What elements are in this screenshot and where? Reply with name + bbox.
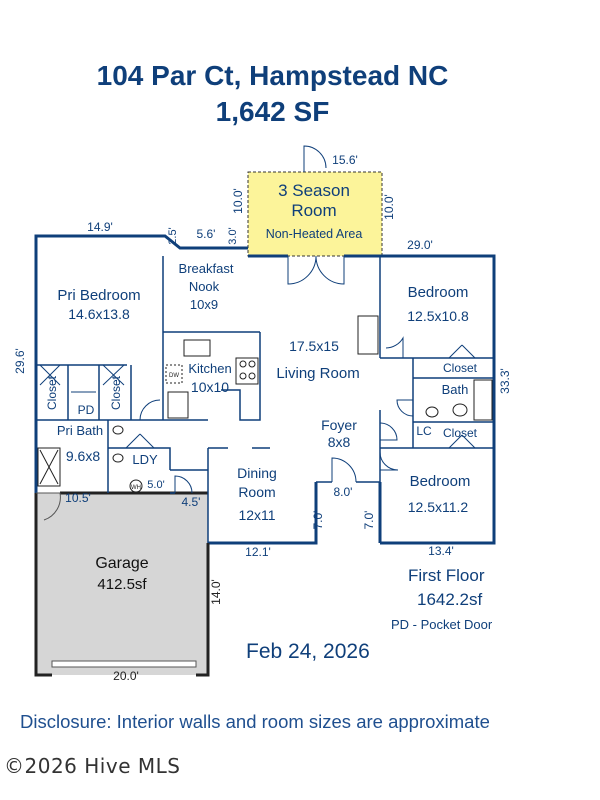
disclosure-text: Disclosure: Interior walls and room size… [20,711,490,732]
dining-name2: Room [238,484,275,500]
dim-notch-b: 5.6' [197,227,216,241]
refrigerator [167,391,189,419]
fixtures [37,315,493,493]
dim-right-top: 29.0' [407,238,433,252]
dim-bed2-bottom: 13.4' [428,544,454,558]
floorplan-address-title: 104 Par Ct, Hampstead NC [96,60,449,91]
garage-size: 412.5sf [97,576,147,593]
dining-name: Dining [237,465,277,481]
tub [473,379,493,421]
dim-notch-a: 2.5' [167,227,179,244]
nook-name: Breakfast [179,261,234,276]
water-heater-label: WH [131,485,141,491]
shower [37,447,61,487]
bedroom2-name: Bedroom [410,473,471,490]
bedroom1-name: Bedroom [408,284,469,301]
linen-closet-label: LC [416,424,432,438]
dim-notch-c: 3.0' [227,227,239,244]
kitchen-size: 10x10 [191,379,229,395]
bedroom2-size: 12.5x11.2 [408,499,469,515]
dim-season-left: 10.0' [231,188,245,214]
floorplan-area-title: 1,642 SF [215,96,330,127]
season-room-note: Non-Heated Area [266,227,363,241]
foyer-size: 8x8 [328,434,351,450]
closet-label-bedroom2: Closet [443,426,478,440]
dim-garage-bottom: 20.0' [113,669,139,683]
living-room-size: 17.5x15 [289,338,339,354]
dim-small: 4.5' [182,495,201,509]
dim-garage-top: 10.5' [65,491,91,505]
season-room-fill [247,171,383,257]
nook-name2: Nook [189,279,220,294]
garage-name: Garage [95,555,148,572]
nook-size: 10x9 [190,297,218,312]
range [235,357,259,385]
dim-foyer-left: 7.0' [311,511,325,530]
dim-garage-side: 14.0' [209,579,223,605]
closet-label-pri-1: Closet [45,375,59,410]
dim-wh: 5.0' [147,479,164,491]
season-room-name2: Room [291,201,336,220]
dishwasher [165,364,183,384]
pri-bedroom-name: Pri Bedroom [57,287,140,304]
fireplace [357,315,379,355]
garage-door [51,660,197,668]
garage-fill [36,493,208,675]
exterior-walls [34,234,496,545]
door-swings [36,145,476,521]
sink-kitchen [183,339,211,357]
living-room-name: Living Room [276,365,359,382]
dim-dining-bottom: 12.1' [245,545,271,559]
pri-bedroom-size: 14.6x13.8 [68,306,130,322]
dim-left-side: 29.6' [13,348,27,374]
dining-size: 12x11 [238,507,275,523]
dim-foyer-width: 8.0' [334,485,353,499]
floorplan-date: Feb 24, 2026 [246,640,370,663]
foyer-name: Foyer [321,417,357,433]
dim-season-top: 15.6' [332,153,358,167]
dim-right-side: 33.3' [498,368,512,394]
pri-bath-name: Pri Bath [57,423,103,438]
dim-season-right: 10.0' [382,194,396,220]
copyright-watermark: ©2026 Hive MLS [4,754,181,778]
laundry-label: LDY [132,452,158,467]
season-room-name: 3 Season [278,181,350,200]
dishwasher-label: DW [169,373,179,379]
dim-pri-top: 14.9' [87,220,113,234]
pri-bath-size: 9.6x8 [66,448,100,464]
first-floor-label: First Floor [408,566,485,585]
bath-label: Bath [442,382,469,397]
dim-foyer-right: 7.0' [362,511,376,530]
closet-label-bedroom1: Closet [443,361,478,375]
pocket-door-legend: PD - Pocket Door [391,617,493,632]
closet-label-pri-2: Closet [109,375,123,410]
kitchen-name: Kitchen [188,361,231,376]
bedroom1-size: 12.5x10.8 [407,308,469,324]
first-floor-area: 1642.2sf [417,590,483,609]
garage-walls [34,491,210,677]
pocket-door-label: PD [78,403,95,417]
